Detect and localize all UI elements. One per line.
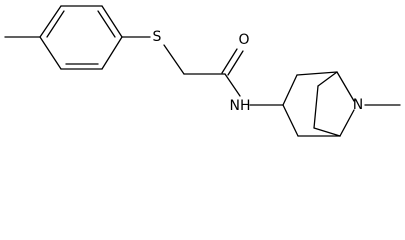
bond-ring-double-3 xyxy=(97,10,116,38)
bond-tropane-9 xyxy=(313,127,341,137)
oxygen-atom-label: O xyxy=(238,32,249,48)
bond-ring-4 xyxy=(101,36,123,70)
bond-tropane-2 xyxy=(296,71,338,76)
bond-tropane-3 xyxy=(336,71,355,102)
bond-ring-double-1 xyxy=(46,10,65,38)
amide-nh-label: NH xyxy=(230,98,251,114)
bond-carbonyl-nh xyxy=(224,73,241,97)
bond-sulfur-ch2 xyxy=(163,44,185,75)
bond-tropane-8 xyxy=(339,109,355,137)
chemical-structure: S O NH N xyxy=(4,5,401,137)
bond-tropane-1 xyxy=(282,74,298,106)
bond-ring-6 xyxy=(39,36,62,70)
atom-labels: S O NH N xyxy=(153,29,364,114)
bond-carbonyl-double-b xyxy=(227,50,244,76)
bond-carbonyl-double-a xyxy=(221,48,238,74)
bond-tropane-4 xyxy=(317,71,338,87)
bonds xyxy=(4,5,401,137)
bond-ring-3 xyxy=(101,5,123,38)
bond-tropane-5 xyxy=(313,85,319,129)
bond-ring-1 xyxy=(39,5,62,38)
ring-nitrogen-label: N xyxy=(353,97,363,113)
sulfur-atom-label: S xyxy=(153,29,162,45)
bond-tropane-6 xyxy=(282,104,299,137)
